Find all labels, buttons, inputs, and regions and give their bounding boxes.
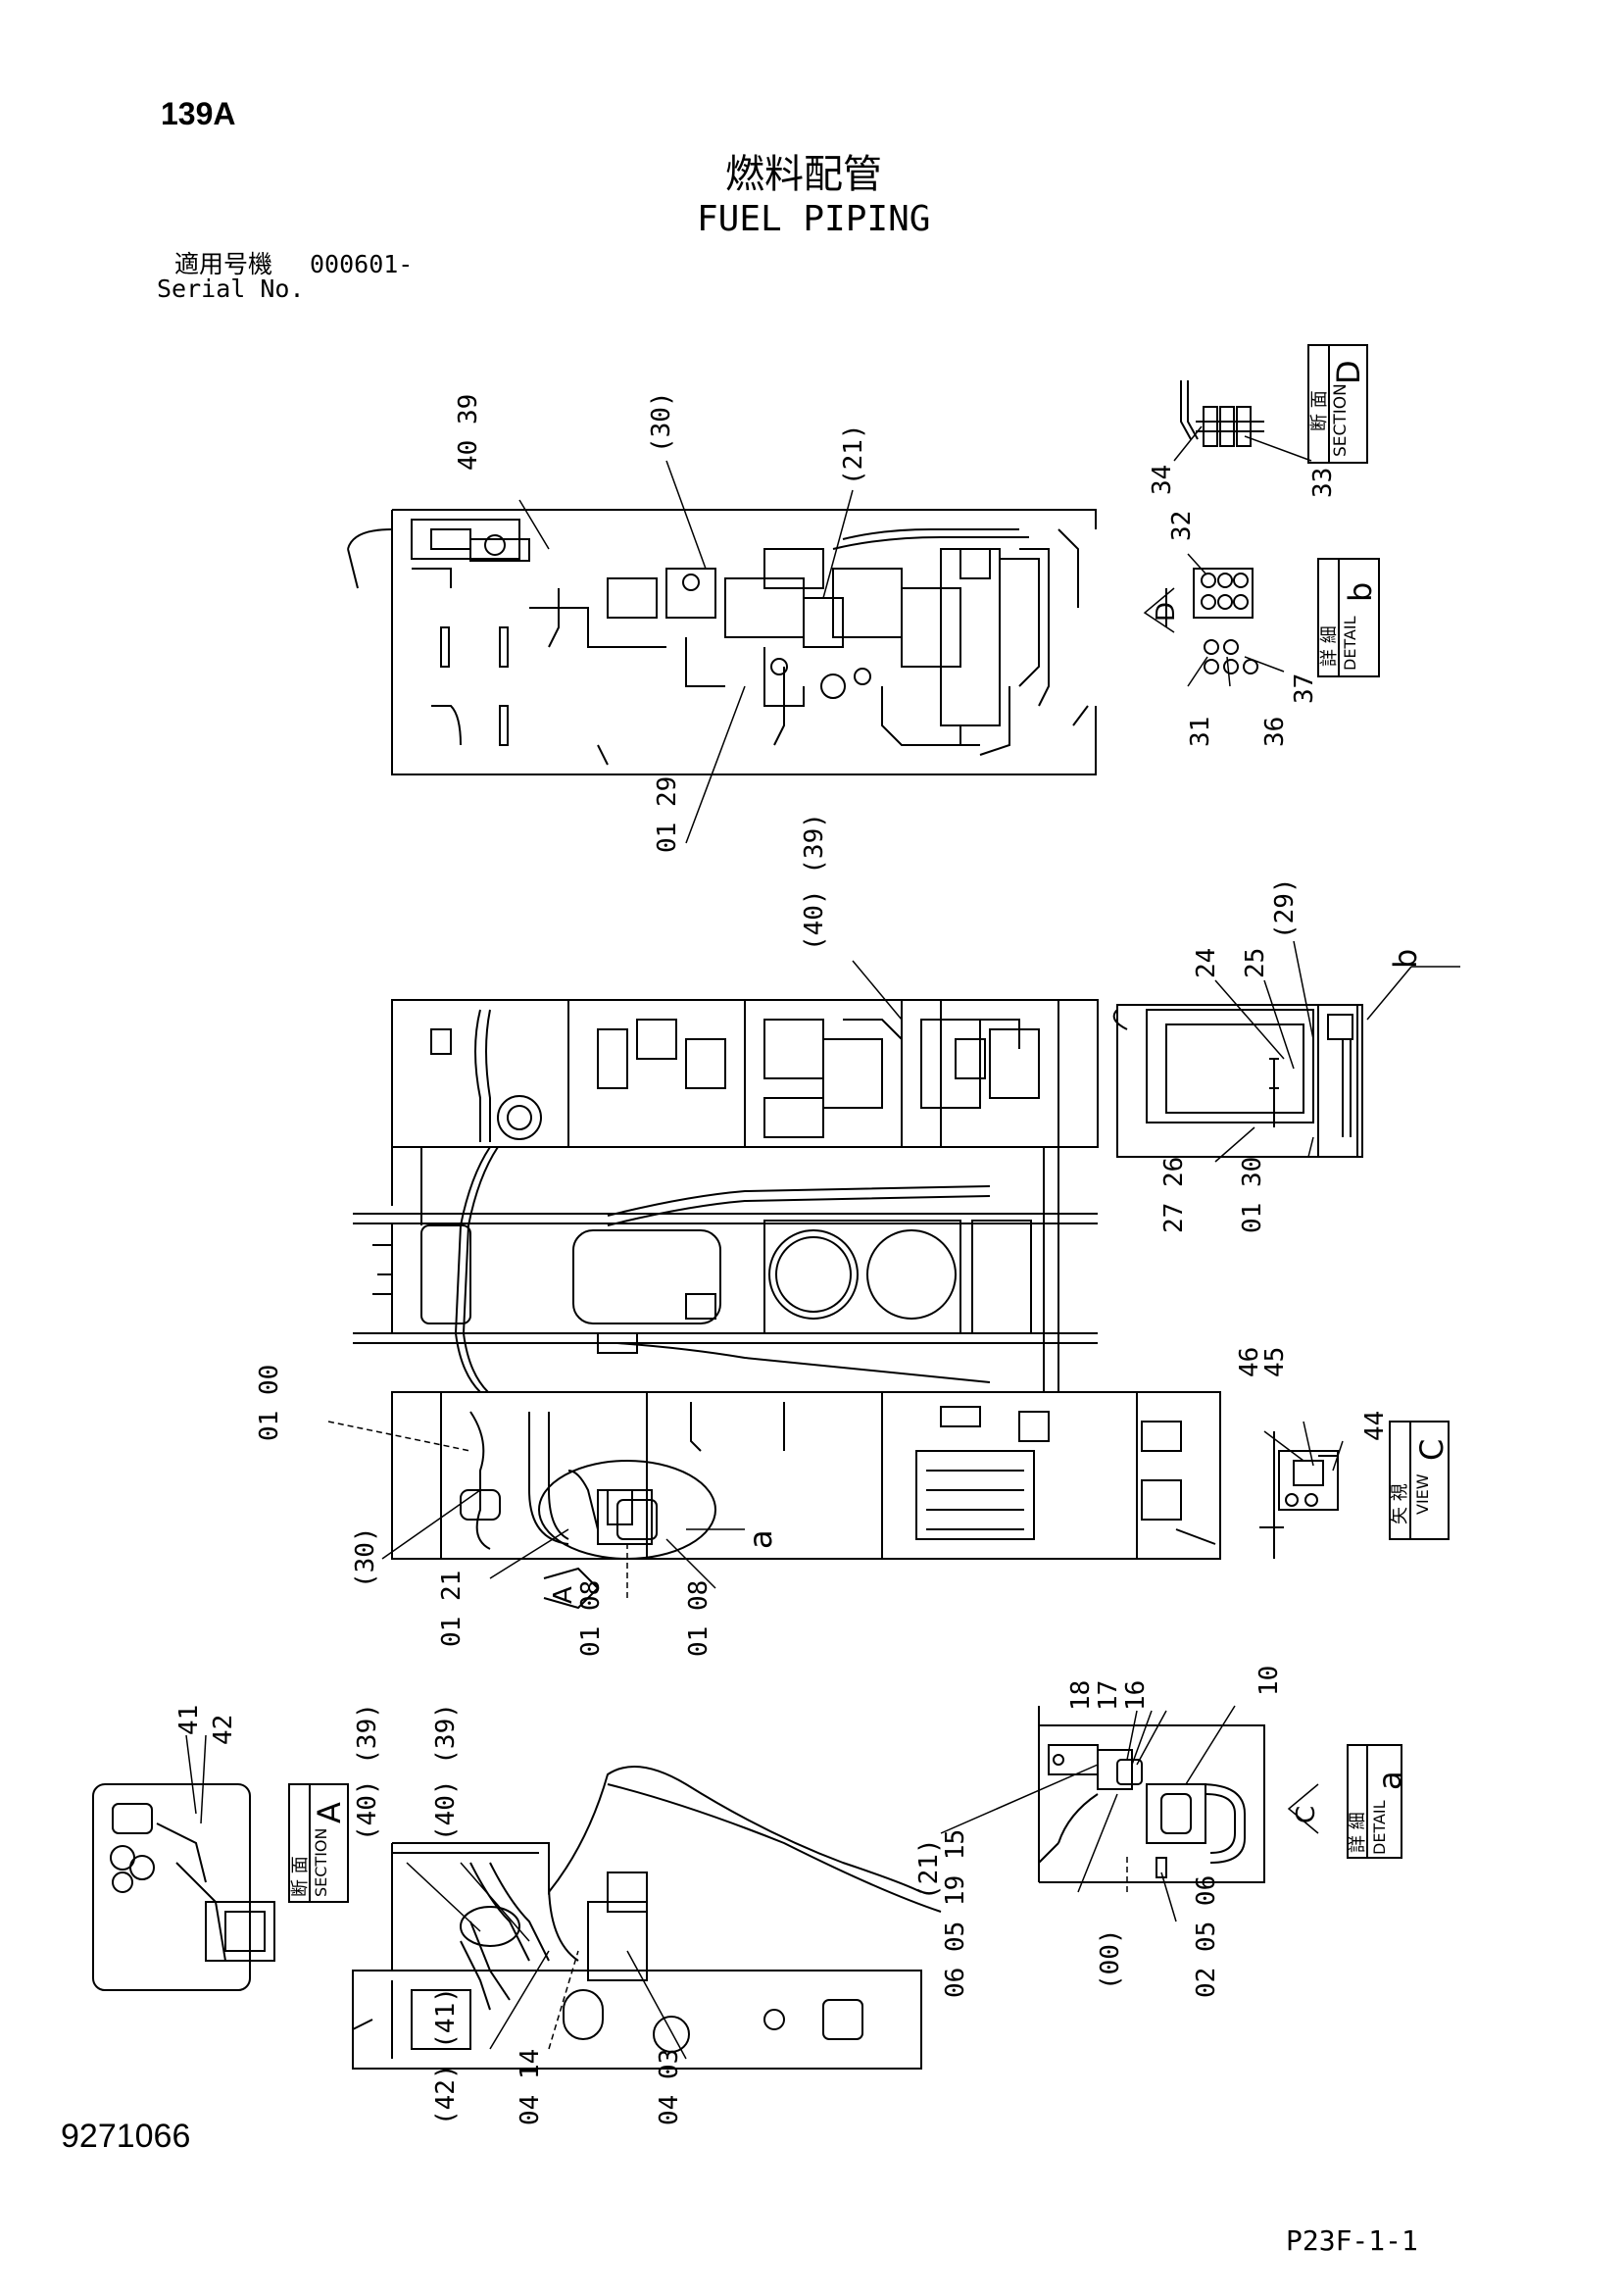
- callout-section-d-34: 34: [1148, 464, 1177, 495]
- detail-a-ja: 詳 細: [1348, 1812, 1368, 1853]
- callout-lower-01-08-b: 01 08: [684, 1579, 713, 1657]
- detail-b-label: DETAIL: [1341, 616, 1359, 671]
- view-a-arrow: [543, 1567, 600, 1610]
- detail-a-label: DETAIL: [1370, 1800, 1389, 1855]
- callout-top-21: (21): [839, 424, 868, 485]
- callout-middle-40-39: (40) (39): [800, 813, 829, 951]
- detail-a-view: [940, 1705, 1402, 1922]
- callout-middle-25: 25: [1241, 947, 1270, 978]
- callout-lower-a: a: [742, 1529, 779, 1549]
- serial-value: 000601-: [310, 250, 414, 278]
- callout-view-c-46-45: 46: [1235, 1346, 1264, 1377]
- callout-bottom-04-03: 04 03: [655, 2048, 684, 2125]
- callout-section-a-41: 41: [174, 1704, 204, 1735]
- detail-b-letter: b: [1342, 581, 1379, 602]
- document-number: 9271066: [61, 2118, 191, 2155]
- section-d-ja: 断 面: [1309, 390, 1330, 431]
- top-view-leaders: [518, 460, 854, 844]
- callout-detail-a-18: 18: [1066, 1679, 1096, 1711]
- callout-section-d-33: 33: [1308, 467, 1338, 498]
- callout-bottom-42-41: (42) (41): [431, 1987, 461, 2125]
- page-code: P23F-1-1: [1286, 2224, 1418, 2257]
- callout-lower-01-08-a: 01 08: [576, 1579, 606, 1657]
- serial-label: Serial No.: [157, 275, 305, 303]
- callout-detail-a-17: 17: [1094, 1679, 1123, 1711]
- detail-a-letter: a: [1371, 1771, 1408, 1790]
- callout-detail-a-06-05-19-15: 06 05 19 15: [941, 1828, 970, 1998]
- callout-middle-27-26: 27 26: [1159, 1156, 1189, 1233]
- bottom-view-leaders: [406, 1862, 687, 2060]
- callout-top-40-39: 40 39: [454, 393, 483, 471]
- callout-bottom-40-39-b: (40) (39): [431, 1703, 461, 1841]
- callout-detail-b-37: 37: [1290, 673, 1319, 704]
- section-d-letter: D: [1330, 360, 1367, 384]
- callout-detail-a-21: (21): [914, 1838, 944, 1900]
- section-a-label: SECTION: [312, 1827, 330, 1898]
- callout-middle-24: 24: [1192, 947, 1221, 978]
- middle-view-leaders: [327, 960, 903, 1598]
- callout-bottom-40-39-a: (40) (39): [353, 1703, 382, 1841]
- callout-top-01-29: 01 29: [653, 775, 682, 853]
- detail-b-view: [1143, 553, 1380, 687]
- callout-middle-29: (29): [1270, 877, 1300, 939]
- callout-lower-30: (30): [351, 1526, 380, 1588]
- view-c-label: VIEW: [1413, 1473, 1432, 1515]
- callout-detail-a-10: 10: [1254, 1665, 1284, 1696]
- callout-lower-01-00: 01 00: [255, 1364, 284, 1441]
- bottom-view: [352, 1766, 942, 2070]
- callout-lower-01-21: 01 21: [437, 1570, 467, 1647]
- view-c-letter: C: [1413, 1438, 1451, 1461]
- callout-detail-a-16: 16: [1121, 1679, 1151, 1711]
- detail-b-ja: 詳 細: [1319, 625, 1340, 667]
- detail-b-arrow-letter: D: [1152, 601, 1181, 622]
- callout-top-30: (30): [647, 391, 676, 453]
- middle-view: [353, 999, 1221, 1560]
- detail-a-arrow-letter: C: [1292, 1805, 1321, 1823]
- callout-middle-01-30: 01 30: [1238, 1156, 1267, 1233]
- page-title: FUEL PIPING: [697, 199, 931, 239]
- callout-middle-b: b: [1387, 948, 1424, 969]
- callout-view-c-44: 44: [1360, 1410, 1390, 1441]
- view-c-ja: 矢 視: [1390, 1483, 1410, 1524]
- top-view: [347, 509, 1097, 775]
- callout-view-c-45: 45: [1260, 1346, 1290, 1377]
- section-a-ja: 断 面: [290, 1856, 311, 1897]
- callout-bottom-04-14: 04 14: [516, 2048, 545, 2125]
- view-c-view: [1259, 1421, 1450, 1559]
- callout-lower-view-a: A: [549, 1586, 578, 1604]
- callout-section-a-42: 42: [209, 1714, 238, 1745]
- serial-label-japanese: 適用号機: [174, 250, 273, 278]
- callout-detail-b-32: 32: [1167, 510, 1197, 541]
- callout-detail-b-36: 36: [1260, 716, 1290, 747]
- side-view-right: [1112, 940, 1460, 1163]
- section-d-label: SECTION: [1331, 383, 1351, 457]
- section-a-view: [92, 1734, 349, 1991]
- title-japanese: 燃料配管: [725, 152, 882, 197]
- callout-detail-a-00: (00): [1096, 1928, 1125, 1990]
- page-number: 139A: [161, 96, 236, 131]
- callout-detail-a-02-05-06: 02 05 06: [1192, 1874, 1221, 1998]
- callout-detail-b-31: 31: [1186, 716, 1215, 747]
- section-a-letter: A: [311, 1802, 348, 1823]
- section-d-view: [1173, 344, 1368, 464]
